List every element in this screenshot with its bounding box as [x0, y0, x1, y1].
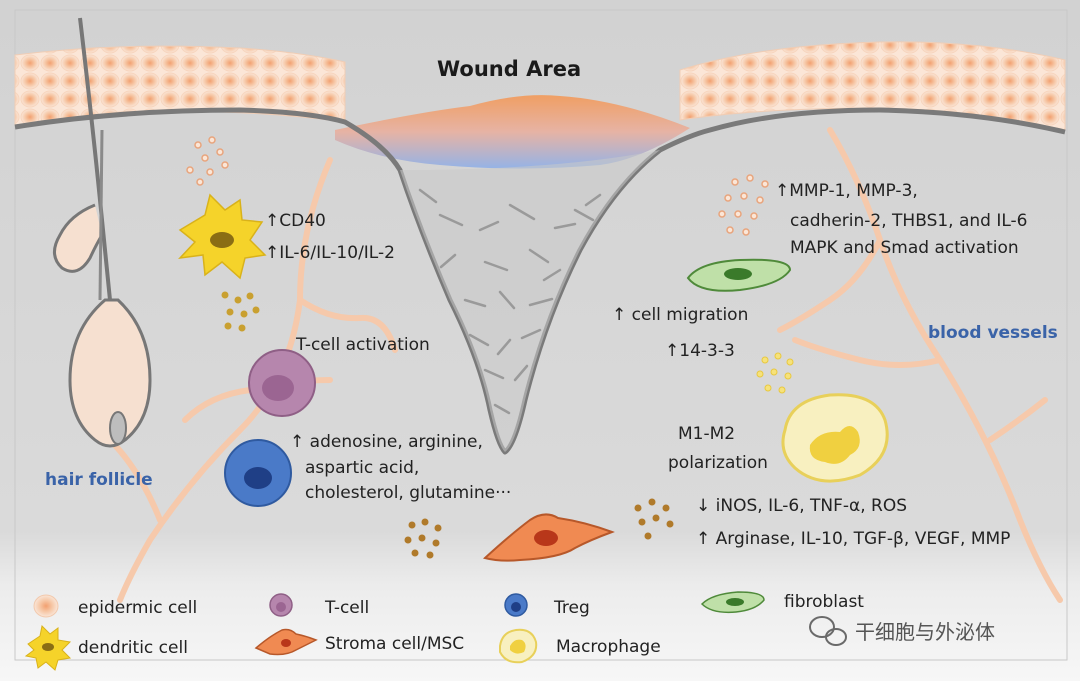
vesicles-bottom-left [404, 518, 442, 559]
legend-treg-label: Treg [554, 598, 590, 618]
vesicles-macrophage [756, 352, 794, 394]
arrow-down-icon: ↓ [696, 496, 711, 516]
macrophage-down-effects: ↓ iNOS, IL-6, TNF-α, ROS [696, 496, 908, 516]
dendritic-effect-1: ↑CD40 [265, 211, 326, 231]
wechat-icon [809, 616, 847, 646]
treg-cell [224, 439, 292, 507]
treg-metabolites-2: aspartic acid, [305, 458, 420, 478]
granulation-tissue [418, 188, 602, 415]
fibroblast-effect-1: ↑MMP-1, MMP-3, [775, 181, 918, 201]
migration-effect-2: ↑14-3-3 [665, 341, 735, 361]
wound-area-title: Wound Area [437, 57, 582, 81]
wound-scab [335, 95, 690, 169]
vesicles-right-top [718, 174, 769, 236]
arrow-up-icon: ↑ [612, 305, 627, 325]
arrow-up-icon: ↑ [775, 181, 790, 201]
macrophage-cell [781, 393, 889, 483]
arrow-up-icon: ↑ [265, 211, 280, 231]
arrow-up-icon: ↑ [265, 243, 280, 263]
macrophage-up-effects: ↑ Arginase, IL-10, TGF-β, VEGF, MMP [696, 529, 1011, 549]
dendritic-cell [178, 193, 267, 280]
dendritic-effect-2: ↑IL-6/IL-10/IL-2 [265, 243, 395, 263]
stroma-cell [482, 513, 615, 562]
tcell-activation-label: T-cell activation [296, 335, 430, 355]
migration-effect-1: ↑ cell migration [612, 305, 749, 325]
hair-follicle-label: hair follicle [45, 470, 153, 490]
legend-stroma-label: Stroma cell/MSC [325, 634, 465, 654]
vesicles-dendritic [221, 291, 260, 332]
hair-follicle [53, 17, 152, 448]
legend-epidermic-icon [33, 594, 59, 618]
fibroblast-cell [686, 258, 792, 292]
legend-fibroblast-label: fibroblast [784, 592, 864, 612]
legend-icons [24, 591, 765, 671]
arrow-up-icon: ↑ [665, 341, 680, 361]
treg-metabolites-3: cholesterol, glutamine··· [305, 483, 512, 503]
legend-dendritic-label: dendritic cell [78, 638, 188, 658]
fibroblast-effect-3: MAPK and Smad activation [790, 238, 1019, 258]
arrow-up-icon: ↑ [290, 432, 305, 452]
m1-m2-label-2: polarization [668, 453, 768, 473]
arrow-up-icon: ↑ [696, 529, 711, 549]
legend-macrophage-label: Macrophage [556, 637, 661, 657]
vesicles-left-top [186, 136, 229, 186]
vesicles-bottom-right [634, 498, 674, 540]
legend-tcell-label: T-cell [325, 598, 370, 618]
m1-m2-label-1: M1-M2 [678, 424, 736, 444]
frame [14, 9, 1068, 661]
treg-metabolites-1: ↑ adenosine, arginine, [290, 432, 483, 452]
blood-vessels-label: blood vessels [928, 323, 1058, 343]
watermark-text: 干细胞与外泌体 [855, 620, 995, 644]
wound-pit-fill [400, 150, 660, 452]
fibroblast-effect-2: cadherin-2, THBS1, and IL-6 [790, 211, 1028, 231]
t-cell [248, 349, 316, 417]
legend-epidermic-label: epidermic cell [78, 598, 198, 618]
